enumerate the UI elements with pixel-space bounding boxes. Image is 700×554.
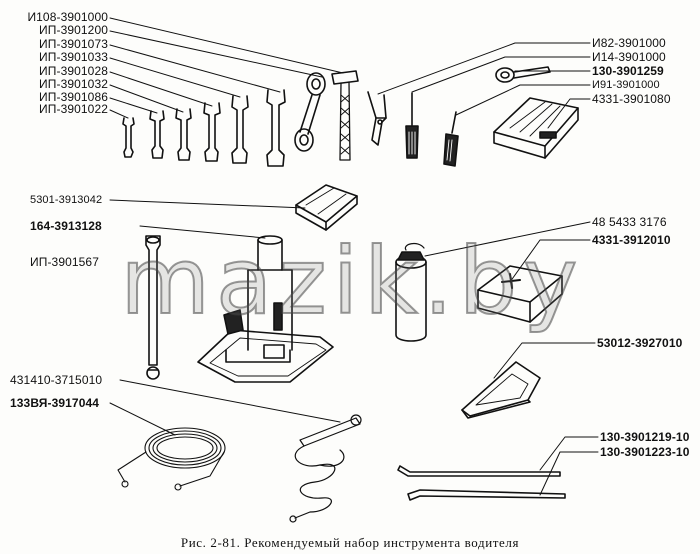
label-53012-3927010: 53012-3927010	[597, 336, 683, 350]
label-5301-3913042: 5301-3913042	[30, 194, 103, 206]
label-i91-3901000: И91-3901000	[592, 79, 660, 91]
label-ip-3901086: ИП-3901086	[39, 90, 108, 104]
screwdriver-cross	[443, 111, 459, 167]
pliers	[367, 91, 387, 146]
hammer	[331, 70, 359, 161]
label-164-3913128: 164-3913128	[30, 219, 102, 233]
label-48-5433-3176: 48 5433 3176	[592, 215, 667, 229]
box-end-wrench	[294, 72, 326, 152]
label-133vya-3917044: 133ВЯ-3917044	[10, 396, 100, 410]
label-130-3901219-10: 130-3901219-10	[600, 430, 690, 444]
label-i108-3901000: И108-3901000	[27, 10, 108, 24]
label-130-3901259: 130-3901259	[592, 64, 664, 78]
tow-rope-coil	[117, 427, 226, 491]
label-ip-3901028: ИП-3901028	[39, 64, 108, 78]
open-end-wrench-4	[203, 102, 221, 162]
label-ip-3901567: ИП-3901567	[30, 255, 99, 269]
label-ip-3901073: ИП-3901073	[39, 37, 108, 51]
tire-lever-1	[397, 465, 561, 477]
tool-bag	[493, 97, 579, 159]
figure-caption: Рис. 2-81. Рекомендуемый набор инструмен…	[180, 535, 520, 550]
label-ip-3901033: ИП-3901033	[39, 50, 108, 64]
spark-plug-key	[495, 66, 551, 83]
first-aid-box	[477, 265, 563, 323]
label-130-3901223-10: 130-3901223-10	[600, 445, 690, 459]
fire-extinguisher	[395, 242, 427, 342]
open-end-wrench-2	[149, 110, 165, 159]
label-4331-3901080: 4331-3901080	[592, 92, 671, 106]
open-end-wrench-3	[175, 108, 192, 161]
label-i14-3901000: И14-3901000	[592, 50, 666, 64]
screwdriver-flat	[405, 92, 419, 159]
hydraulic-jack	[197, 235, 334, 383]
label-ip-3901200: ИП-3901200	[39, 23, 108, 37]
open-end-wrench-5	[231, 95, 249, 164]
label-ip-3901022: ИП-3901022	[39, 102, 108, 116]
tire-lever-2	[407, 489, 566, 501]
wheel-wrench	[145, 235, 161, 380]
wheel-chock-plate	[295, 184, 358, 231]
leader-lines	[109, 17, 599, 496]
open-end-wrench-large	[266, 89, 286, 167]
label-i82-3901000: И82-3901000	[592, 36, 666, 50]
label-4331-3912010: 4331-3912010	[592, 233, 671, 247]
label-ip-3901032: ИП-3901032	[39, 77, 108, 91]
tire-pump-hose	[289, 414, 362, 523]
open-end-wrench-small	[122, 117, 135, 158]
warning-triangle	[461, 361, 541, 419]
label-431410-3715010: 431410-3715010	[10, 373, 103, 387]
